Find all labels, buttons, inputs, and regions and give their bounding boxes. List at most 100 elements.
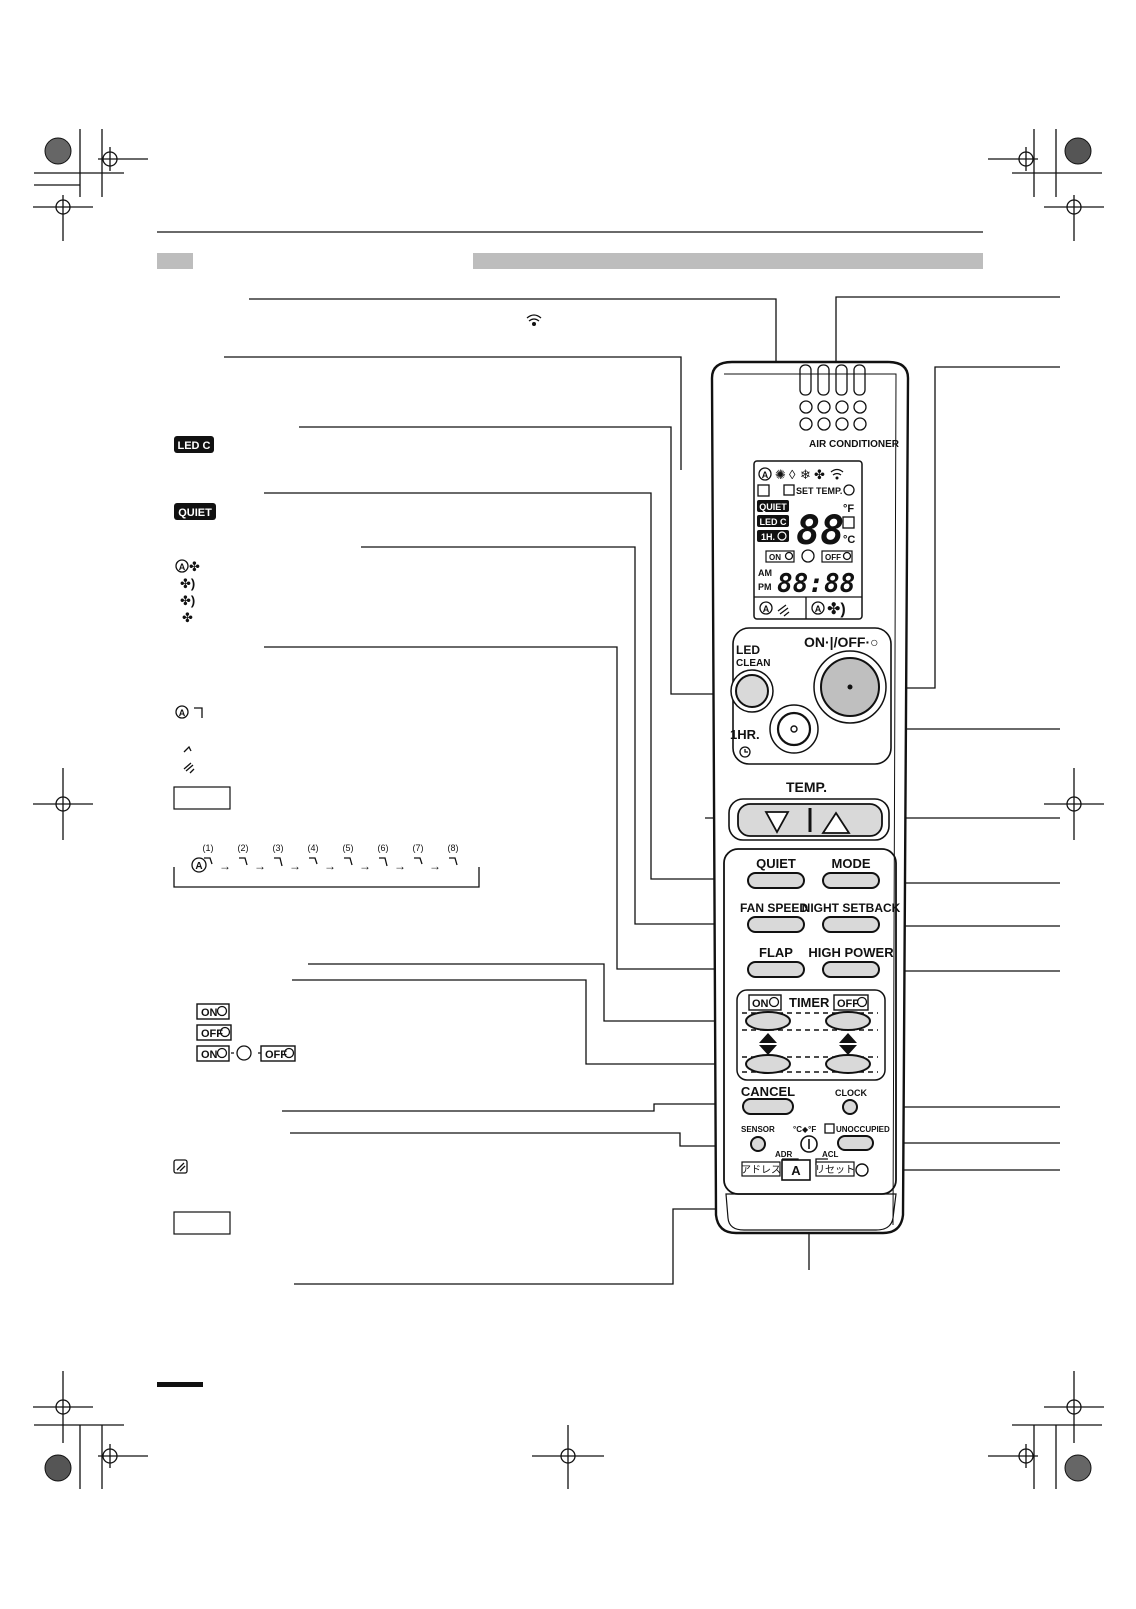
reset-button[interactable] (855, 1163, 869, 1177)
svg-text:✺: ✺ (775, 467, 786, 482)
flap-position-icon (274, 857, 283, 867)
svg-text:✤: ✤ (189, 559, 200, 574)
legend-signal-icon (526, 314, 542, 326)
quiet-button[interactable] (747, 872, 805, 889)
lcd-display: A ✺ ◊ ❄ ✤ SET TEMP. QUIET LED C (753, 460, 863, 620)
cf-label: °C◆°F (793, 1125, 816, 1134)
timer-on-down-button[interactable] (745, 1054, 791, 1074)
legend-timer-badges: ON OFF ON OFF (196, 1003, 296, 1062)
led-clean-button[interactable] (735, 674, 769, 708)
svg-text:QUIET: QUIET (759, 502, 787, 512)
sequence-arrow-icon: → (324, 859, 336, 873)
clock-button[interactable] (842, 1099, 858, 1115)
temp-down-button[interactable] (764, 811, 790, 834)
flap-position-icon (344, 857, 353, 866)
legend-led-c-badge: LED C (174, 436, 214, 453)
reset-jp-label: リセット (815, 1164, 855, 1176)
temp-up-button[interactable] (821, 811, 851, 834)
svg-text:ON: ON (201, 1049, 218, 1061)
svg-text:A: A (815, 604, 822, 614)
svg-text:ON: ON (201, 1007, 218, 1019)
section-title-bar (473, 253, 983, 269)
one-hr-label: 1HR. (730, 727, 760, 742)
section-number-bar (157, 253, 193, 269)
address-jp-label: アドレス (741, 1165, 781, 1176)
timer-off-arrow-down-icon (839, 1045, 857, 1055)
flap-position-icon (379, 857, 388, 867)
lcd-quiet-badge: QUIET (757, 500, 789, 512)
timer-on-badge: ON (752, 998, 769, 1010)
sequence-arrow-icon: → (429, 859, 441, 873)
sequence-arrow-icon: → (394, 859, 406, 873)
svg-text:◊: ◊ (789, 467, 796, 482)
svg-text:A: A (762, 470, 769, 480)
lcd-unit-c: °C (843, 534, 855, 546)
led-clean-label-1: LED (736, 643, 760, 657)
timer-on-arrow-down-icon (759, 1045, 777, 1055)
timer-off-badge: OFF (837, 998, 859, 1010)
svg-text:A: A (179, 708, 186, 718)
page-number-bar (157, 1382, 203, 1387)
timer-off-up-button[interactable] (825, 1011, 871, 1031)
adr-label: ADR (775, 1150, 793, 1159)
flap-sequence-number: (5) (343, 843, 354, 853)
night-setback-button[interactable] (822, 916, 880, 933)
timer-on-up-button[interactable] (745, 1011, 791, 1031)
high-power-label: HIGH POWER (808, 945, 894, 960)
sequence-arrow-icon: → (254, 859, 266, 873)
flap-position-icon (309, 857, 318, 865)
sensor-button[interactable] (750, 1136, 766, 1152)
flap-position-icon (239, 857, 248, 866)
svg-text:A: A (763, 604, 770, 614)
lcd-am: AM (758, 568, 772, 578)
fan-speed-label: FAN SPEED (740, 901, 808, 915)
fan-speed-button[interactable] (747, 916, 805, 933)
flap-sequence-number: (7) (413, 843, 424, 853)
svg-text:A: A (195, 861, 202, 872)
flap-sequence-number: (2) (238, 843, 249, 853)
lcd-led-c-badge: LED C (757, 515, 789, 527)
lcd-pm: PM (758, 582, 772, 592)
svg-text:✤): ✤) (180, 576, 195, 591)
svg-text:✤: ✤ (814, 467, 825, 482)
ir-receiver-holes (799, 400, 867, 431)
flap-sequence-number: (3) (273, 843, 284, 853)
crop-marks (33, 129, 1104, 1489)
clock-icon (739, 746, 751, 758)
svg-text:OFF: OFF (201, 1028, 223, 1040)
timer-off-arrow-up-icon (839, 1033, 857, 1043)
unoccupied-button[interactable] (837, 1135, 874, 1151)
flap-label: FLAP (759, 945, 793, 960)
svg-text:QUIET: QUIET (178, 507, 212, 519)
cancel-label: CANCEL (741, 1084, 795, 1099)
mode-icons: A ✺ ◊ ❄ ✤ (758, 467, 844, 482)
flap-sequence-diagram: A (1)(2)(3)(4)(5)(6)(7)(8) →→→→→→→ (173, 843, 480, 888)
svg-text:✤): ✤) (180, 593, 195, 608)
svg-text:LED C: LED C (178, 440, 211, 452)
timer-label: TIMER (789, 995, 830, 1010)
flap-position-icon (204, 857, 213, 865)
legend-flap-icons: A (173, 705, 231, 810)
timer-off-down-button[interactable] (825, 1054, 871, 1074)
svg-text:LED C: LED C (760, 517, 788, 527)
high-power-button[interactable] (822, 961, 880, 978)
legend-quiet-badge: QUIET (174, 503, 216, 520)
lcd-off-badge: OFF (825, 553, 841, 562)
ir-emitter-window (799, 364, 866, 396)
mode-button[interactable] (822, 872, 880, 889)
remote-control: AIR CONDITIONER A ✺ ◊ ❄ ✤ SET TEMP. QU (710, 360, 910, 1235)
on-off-label: ON·|/OFF·○ (804, 634, 879, 650)
timer-block (736, 989, 886, 1081)
sequence-arrow-icon: → (359, 859, 371, 873)
flap-position-icon (414, 857, 423, 865)
clock-label: CLOCK (835, 1088, 867, 1098)
legend-fan-speed-icons: A ✤ ✤) ✤) ✤ (175, 559, 200, 625)
address-button[interactable] (781, 1159, 811, 1181)
flap-button[interactable] (747, 961, 805, 978)
unoccupied-label: UNOCCUPIED (836, 1125, 890, 1134)
set-temp-label: SET TEMP. (796, 486, 842, 496)
sensor-label: SENSOR (741, 1125, 775, 1134)
svg-text:A: A (179, 562, 186, 572)
cancel-button[interactable] (742, 1098, 794, 1115)
